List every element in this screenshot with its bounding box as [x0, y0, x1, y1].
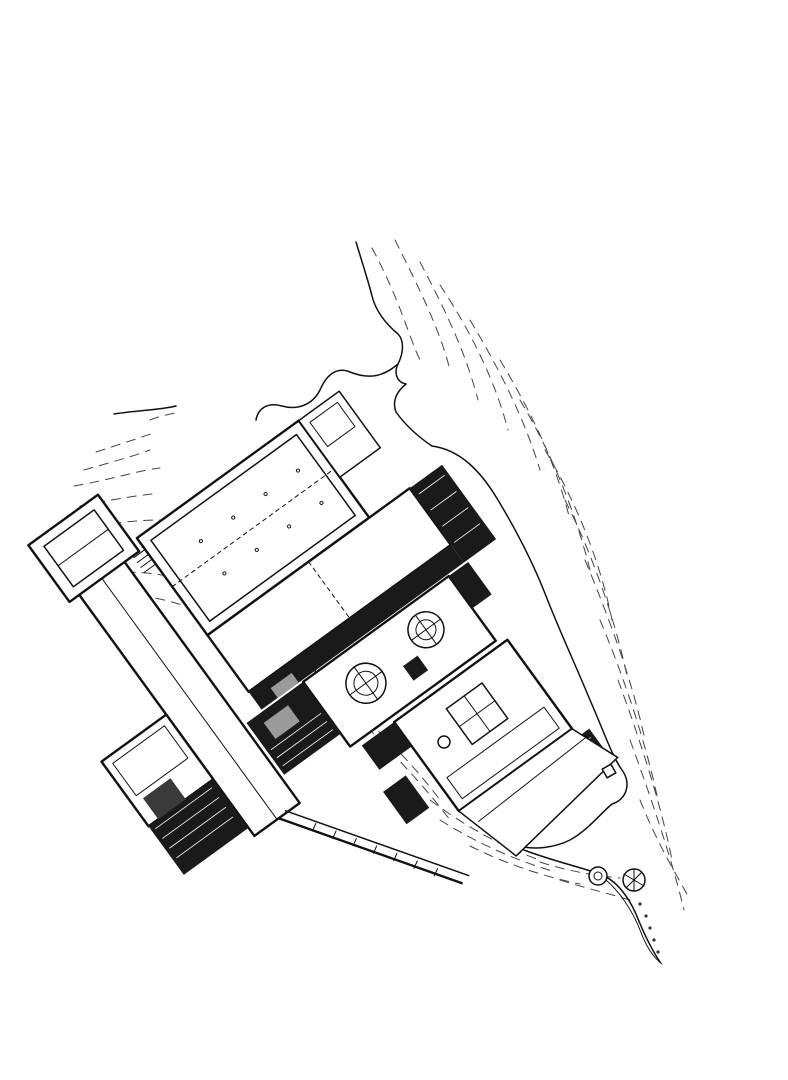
building-complex [27, 390, 619, 885]
south-wall [277, 810, 470, 885]
west-pavilion [100, 713, 249, 875]
jetty-stones [638, 902, 660, 954]
garden-court [246, 561, 497, 775]
courtyard-band [206, 464, 497, 710]
tree-symbol-south [588, 866, 608, 886]
trees [437, 735, 646, 892]
south-pavilion [361, 638, 619, 857]
water-ripples-east [371, 239, 691, 911]
west-wing [27, 493, 301, 838]
tree-symbol-tip [622, 868, 646, 892]
